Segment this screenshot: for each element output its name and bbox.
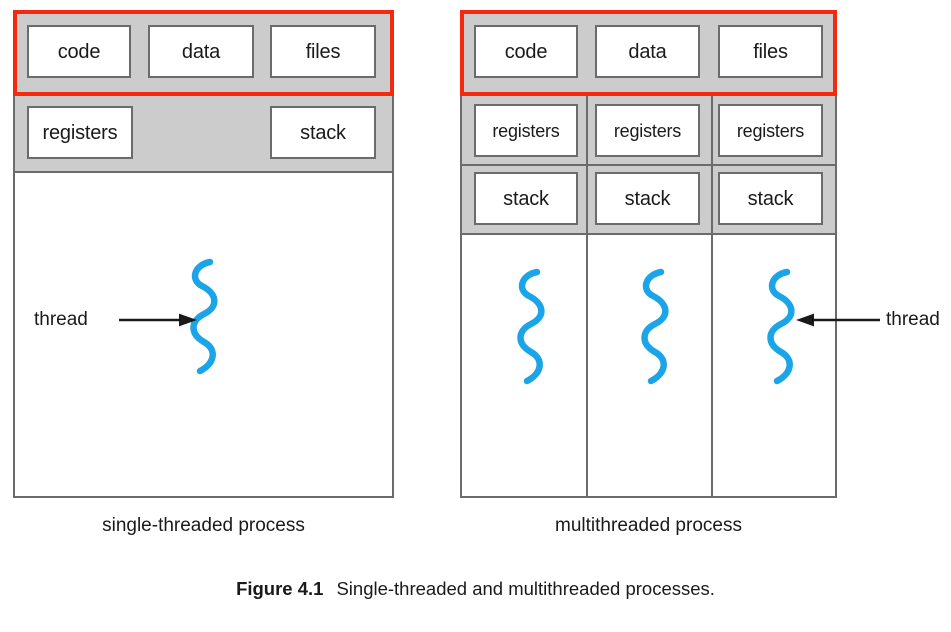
multithreaded-cell-stack-3: stack — [718, 172, 823, 225]
multithreaded-cell-stack-2: stack — [595, 172, 700, 225]
figure-number: Figure 4.1 — [236, 578, 324, 599]
multithreaded-cell-registers-1: registers — [474, 104, 578, 157]
multithreaded-cell-registers-3: registers — [718, 104, 823, 157]
multithreaded-column-rule-1 — [586, 96, 588, 498]
figure-caption: Figure 4.1 Single-threaded and multithrea… — [0, 578, 951, 600]
multithreaded-column-rule-2 — [711, 96, 713, 498]
single-threaded-cell-registers: registers — [27, 106, 133, 159]
multithreaded-thread-label: thread — [886, 309, 940, 330]
single-threaded-thread-arrow-icon — [119, 313, 197, 327]
multithreaded-thread-arrow-icon — [796, 313, 880, 327]
single-threaded-band-bottom-rule — [13, 171, 394, 173]
multithreaded-cell-data: data — [595, 25, 700, 78]
figure-caption-text: Single-threaded and multithreaded proces… — [336, 578, 715, 599]
multithreaded-cell-code: code — [474, 25, 578, 78]
single-threaded-caption: single-threaded process — [102, 515, 305, 536]
multithreaded-cell-registers-2: registers — [595, 104, 700, 157]
multithreaded-cell-stack-1: stack — [474, 172, 578, 225]
single-threaded-cell-stack: stack — [270, 106, 376, 159]
multithreaded-thread-squiggle-1 — [517, 268, 545, 385]
multithreaded-band-bottom-rule — [460, 233, 837, 235]
single-threaded-cell-files: files — [270, 25, 376, 78]
single-threaded-cell-data: data — [148, 25, 254, 78]
multithreaded-caption: multithreaded process — [555, 515, 742, 536]
single-threaded-cell-code: code — [27, 25, 131, 78]
single-threaded-thread-squiggle — [190, 258, 218, 375]
multithreaded-thread-squiggle-2 — [641, 268, 669, 385]
multithreaded-thread-squiggle-3 — [767, 268, 795, 385]
multithreaded-cell-files: files — [718, 25, 823, 78]
multithreaded-registers-stack-rule — [460, 164, 837, 166]
single-threaded-thread-label: thread — [34, 309, 88, 330]
